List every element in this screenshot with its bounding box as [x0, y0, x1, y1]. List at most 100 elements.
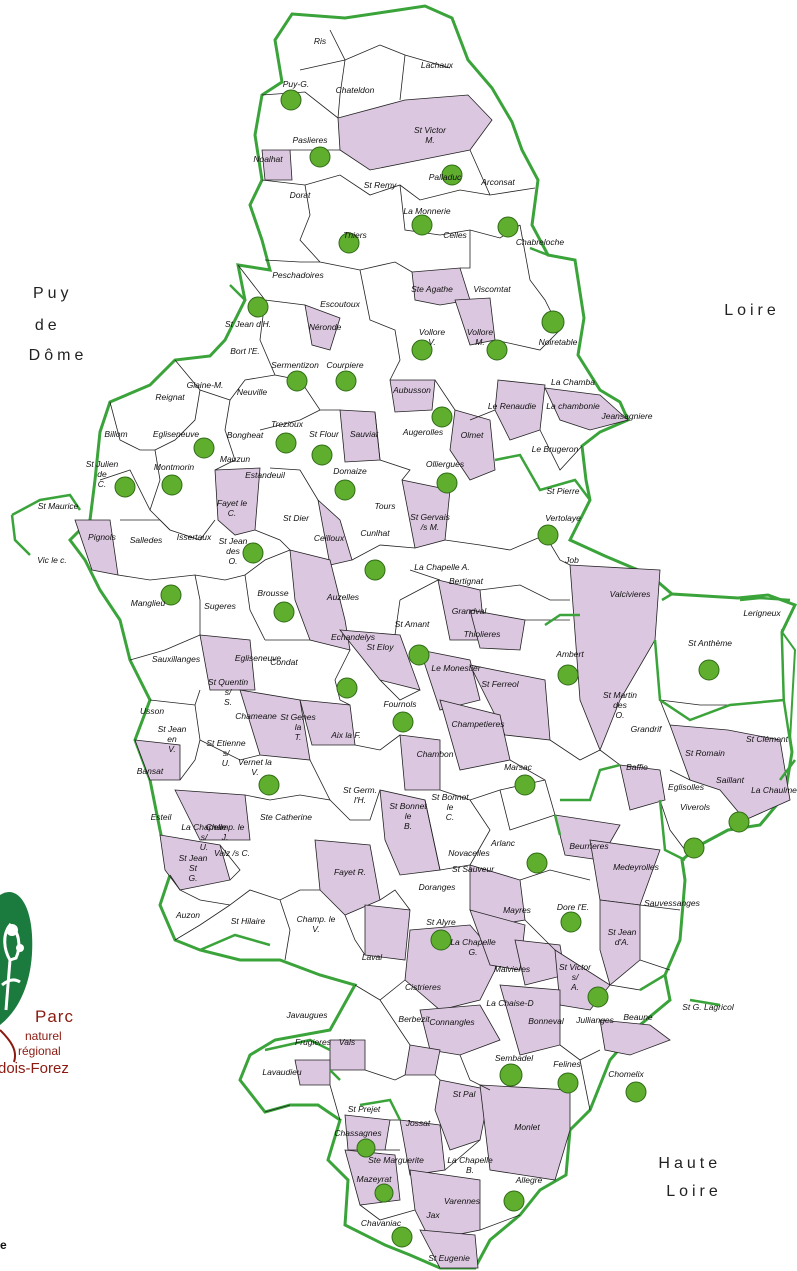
- commune-label: Vic le c.: [37, 555, 67, 565]
- commune-label: Issertaux: [177, 532, 212, 542]
- commune-label: Le Brugeron: [532, 444, 579, 454]
- commune-label: Eglisolles: [668, 782, 705, 792]
- marker: [526, 852, 548, 874]
- commune-label: St Eugenie: [428, 1253, 470, 1263]
- marker: [334, 479, 356, 501]
- commune-label: St Eloy: [367, 642, 395, 652]
- commune-label: Le Renaudie: [488, 401, 536, 411]
- marker: [486, 339, 508, 361]
- marker: [286, 370, 308, 392]
- commune-label: Connangles: [429, 1017, 475, 1027]
- dept-label-loire: Loire: [724, 302, 780, 319]
- commune-label: Frugieres: [295, 1037, 332, 1047]
- commune-label: Fayet R.: [334, 867, 366, 877]
- commune-label: Auzelles: [326, 592, 360, 602]
- commune-label: St Germ.l'H.: [343, 785, 377, 805]
- commune-label: Manglieu: [131, 598, 166, 608]
- commune-label: Vals: [339, 1037, 356, 1047]
- commune-label: Egliseneuve: [235, 653, 282, 663]
- marker: [503, 1190, 525, 1212]
- department-labels: Puy de Dôme Loire Haute Loire: [29, 285, 780, 1200]
- commune-label: Doranges: [419, 882, 457, 892]
- commune-label: St Pal: [453, 1089, 477, 1099]
- commune-label: Bort l'E.: [230, 346, 260, 356]
- commune-label: Augerolles: [402, 427, 444, 437]
- commune-label: Saillant: [716, 775, 745, 785]
- commune-label: Escoutoux: [320, 299, 360, 309]
- marker: [411, 339, 433, 361]
- commune-label: Grandval: [452, 606, 488, 616]
- commune-label: Monlet: [514, 1122, 540, 1132]
- commune-label: Fournols: [383, 699, 417, 709]
- commune-label: St Prejet: [348, 1104, 381, 1114]
- marker: [374, 1183, 394, 1203]
- commune-label: St Gervais/s M.: [410, 512, 450, 532]
- commune-label: Sauviat: [350, 429, 379, 439]
- commune-label: Egliseneuve: [153, 429, 200, 439]
- commune-label: Jeansagniere: [600, 411, 652, 421]
- commune-label: Reignat: [155, 392, 185, 402]
- commune-label: Malvieres: [494, 964, 531, 974]
- commune-label: Ste Marguerite: [368, 1155, 424, 1165]
- commune-label: La Monnerie: [403, 206, 451, 216]
- commune-label: Lachaux: [421, 60, 454, 70]
- marker: [114, 476, 136, 498]
- commune-label: Sermentizon: [271, 360, 319, 370]
- commune-label: Noalhat: [253, 154, 283, 164]
- logo-word-forez: dois-Forez: [0, 1060, 69, 1077]
- commune-label: Echandelys: [331, 632, 376, 642]
- commune-label: Javaugues: [285, 1010, 328, 1020]
- marker: [683, 837, 705, 859]
- marker: [391, 1226, 413, 1248]
- marker: [441, 164, 463, 186]
- commune-label: Le Monestier: [431, 663, 481, 673]
- marker: [273, 601, 295, 623]
- commune-label: Bonneval: [528, 1016, 565, 1026]
- commune-label: Auzon: [175, 910, 200, 920]
- commune-label: Aix la F.: [330, 730, 361, 740]
- commune-label: Esteil: [151, 812, 173, 822]
- marker: [242, 542, 264, 564]
- marker: [436, 472, 458, 494]
- commune-label: Noiretable: [539, 337, 578, 347]
- commune-label: Job: [564, 555, 579, 565]
- marker: [431, 406, 453, 428]
- commune-label: Berbezit: [398, 1014, 430, 1024]
- commune-label: St Pierre: [546, 486, 579, 496]
- commune-label: Thiolieres: [464, 629, 502, 639]
- logo-word-naturel: naturel: [25, 1029, 62, 1043]
- commune-label: Chameane: [235, 711, 277, 721]
- commune-label: Neuville: [237, 387, 268, 397]
- marker: [514, 774, 536, 796]
- commune-label: Bongheat: [227, 430, 264, 440]
- commune-label: Ceilloux: [314, 533, 345, 543]
- marker: [161, 474, 183, 496]
- commune-label: St G. Lagricol: [682, 1002, 735, 1012]
- commune-label: Salledes: [130, 535, 163, 545]
- commune-label: Varennes: [444, 1196, 481, 1206]
- commune-label: Mazeyrat: [357, 1174, 393, 1184]
- marker: [587, 986, 609, 1008]
- marker: [392, 711, 414, 733]
- commune-label: Chomelix: [608, 1069, 644, 1079]
- park-internal-boundaries: [10, 246, 796, 1121]
- commune-label: St Maurice: [38, 501, 79, 511]
